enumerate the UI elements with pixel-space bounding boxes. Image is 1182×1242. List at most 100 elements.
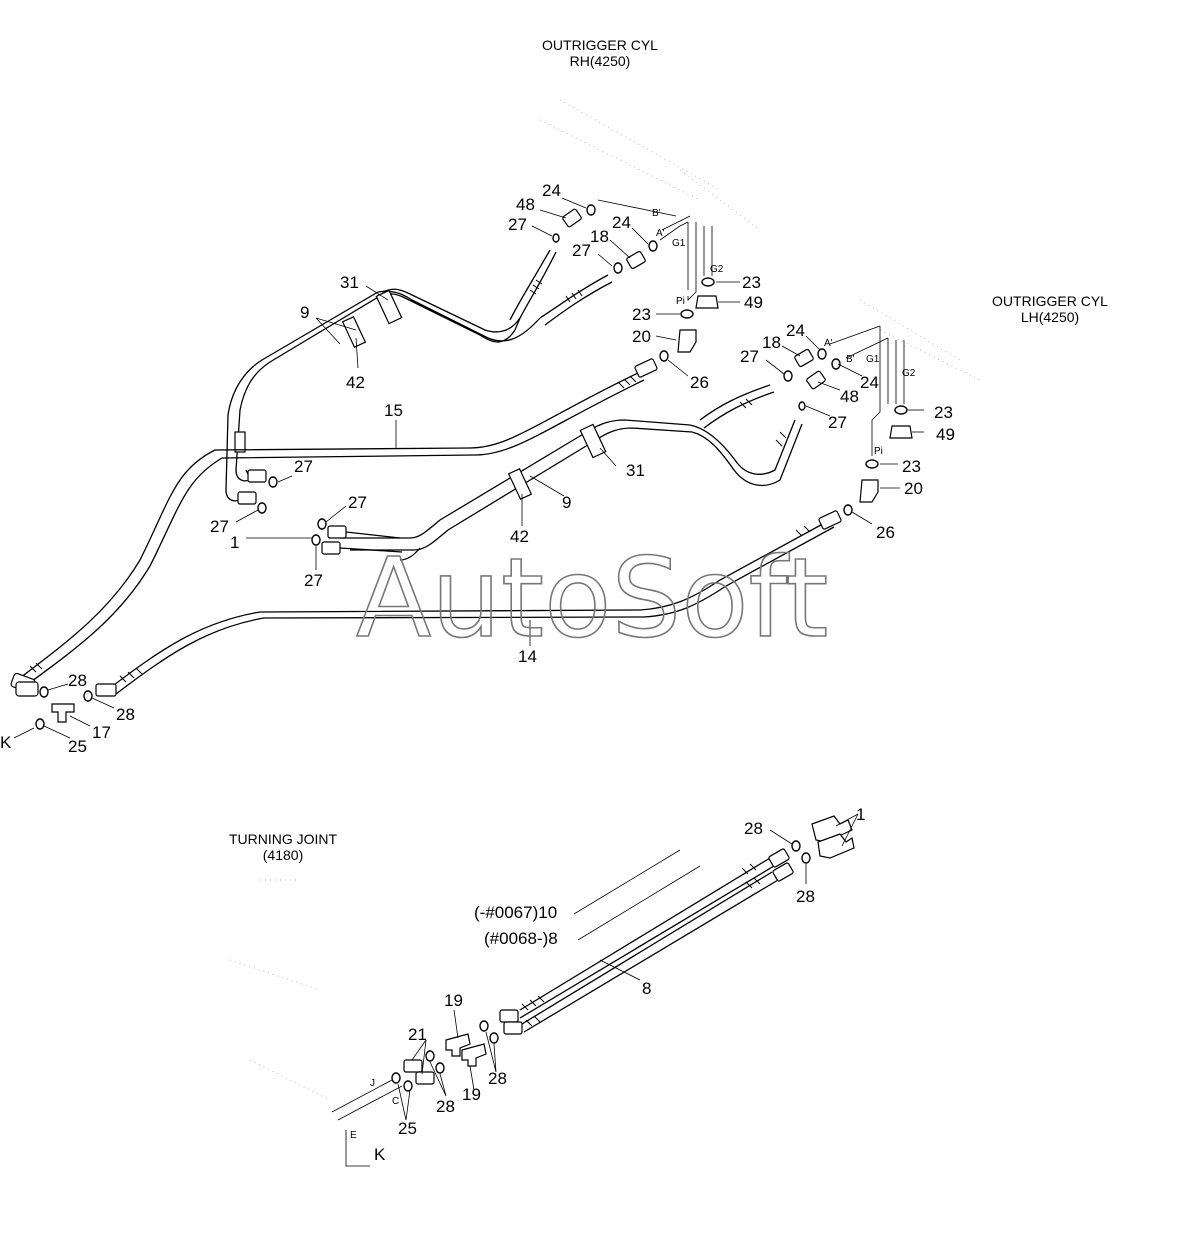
pipe-bundle-lh: [340, 384, 803, 561]
elbow-20-lh: [859, 479, 879, 503]
rh-port-lines: [597, 199, 713, 301]
callout-17: 17: [92, 723, 111, 742]
hose-end-8-d: [772, 862, 794, 882]
callout-8: (#0068-)8: [484, 929, 558, 948]
plug-49-rh: [695, 295, 719, 309]
callout-15: 15: [384, 401, 403, 420]
lh-title-line2: LH(4250): [1021, 309, 1079, 325]
title-outrigger-lh: OUTRIGGER CYL LH(4250): [992, 293, 1108, 325]
tee-19-a: [445, 1033, 471, 1057]
oring-24-lh-b: [831, 358, 841, 370]
oring-27-rh-b: [613, 262, 623, 274]
port-tj-c: C: [392, 1096, 399, 1107]
callout-24: 24: [860, 373, 879, 392]
callout-20: 20: [904, 479, 923, 498]
callout-27: 27: [304, 571, 323, 590]
rh-fittings: [552, 204, 719, 378]
callout-19: 19: [444, 991, 463, 1010]
lh-port-lines: [829, 325, 905, 456]
turning-joint-fittings: [331, 1020, 499, 1167]
tj-title-line2: (4180): [263, 847, 303, 863]
oring-28-tj-c: [479, 1020, 489, 1032]
adapter-18-rh: [626, 250, 646, 270]
oring-27-left-c: [317, 518, 327, 530]
oring-25-k: [35, 718, 45, 730]
callout-28: 28: [68, 671, 87, 690]
hose-end-15-k: [15, 681, 39, 697]
port-lh-pi: Pi: [874, 446, 883, 457]
fitting-left-1: [247, 469, 267, 483]
connection-letters: K K: [0, 733, 386, 1164]
left-bundle-fittings: [237, 469, 403, 555]
callout-24: 24: [786, 321, 805, 340]
callout-1: 1: [856, 805, 865, 824]
oring-27-lh-a: [783, 370, 793, 382]
port-rh-pi: Pi: [676, 296, 685, 307]
port-rh-g2: G2: [710, 264, 724, 275]
leader-lines: [13, 197, 924, 1121]
callout-27: 27: [740, 347, 759, 366]
callout-26: 26: [876, 523, 895, 542]
callout-10: (-#0067)10: [474, 903, 557, 922]
port-lh-b: B': [846, 354, 855, 365]
callout-26: 26: [690, 373, 709, 392]
callout-27: 27: [572, 241, 591, 260]
callout-31: 31: [626, 461, 645, 480]
oring-28-k-b: [83, 690, 93, 702]
callout-24: 24: [542, 181, 561, 200]
callout-9: 9: [300, 303, 309, 322]
callout-numbers: 24 48 27 24 18 27 23 49 23 20 31 9 42 15…: [68, 181, 955, 1138]
hose-end-8-b: [503, 1021, 523, 1035]
letter-k-bottom: K: [374, 1145, 386, 1164]
oring-24-lh-a: [817, 348, 827, 360]
oring-24-rh-b: [648, 240, 658, 252]
hose-end-8-c: [768, 848, 790, 868]
port-rh-a: A': [656, 228, 665, 239]
letter-k-top: K: [0, 733, 12, 752]
oring-27-rh-a: [552, 233, 560, 243]
callout-28: 28: [116, 705, 135, 724]
callout-23: 23: [742, 273, 761, 292]
title-outrigger-rh: OUTRIGGER CYL RH(4250): [542, 37, 658, 69]
port-tj-e: E: [350, 1130, 357, 1141]
adapter-21-b: [415, 1071, 435, 1085]
port-labels: B' A' G1 G2 Pi A' B' G1 G2 Pi J C E: [350, 208, 916, 1141]
plug-49-lh: [889, 425, 913, 439]
adapter-1-b: [817, 833, 855, 859]
rh-title-line1: OUTRIGGER CYL: [542, 37, 658, 53]
oring-28-tj-e: [425, 1050, 435, 1062]
fitting-left-4: [321, 541, 341, 555]
callout-23: 23: [902, 457, 921, 476]
tj-title-line1: TURNING JOINT: [229, 831, 338, 847]
callout-27: 27: [210, 517, 229, 536]
callout-42: 42: [510, 527, 529, 546]
oring-27-left-a: [268, 476, 278, 488]
oring-27-left-d: [311, 534, 321, 546]
rh-title-line2: RH(4250): [570, 53, 631, 69]
clamp-small-upper: [234, 431, 246, 453]
callout-27: 27: [828, 413, 847, 432]
hose-rh-cylinder: [509, 249, 613, 326]
callout-49: 49: [936, 425, 955, 444]
port-lh-g2: G2: [902, 368, 916, 379]
adapter-18-lh: [794, 348, 814, 368]
elbow-48-lh: [806, 370, 826, 390]
port-lh-g1: G1: [866, 354, 880, 365]
title-turning-joint: TURNING JOINT (4180): [229, 831, 338, 863]
callout-28: 28: [488, 1069, 507, 1088]
clamp-31-upper: [375, 289, 403, 325]
callout-1: 1: [230, 533, 239, 552]
tj-hose-hatch: [521, 863, 761, 1027]
port-lh-a: A': [824, 338, 833, 349]
fitting-left-2: [237, 491, 257, 505]
oring-27-lh-b: [798, 401, 806, 411]
oring-25-tj-b: [403, 1080, 413, 1092]
oring-25-tj-a: [391, 1072, 401, 1084]
callout-25: 25: [68, 737, 87, 756]
oring-23-rh-pi: [680, 309, 694, 319]
callout-21: 21: [408, 1025, 427, 1044]
callout-49: 49: [744, 293, 763, 312]
elbow-48-rh: [562, 208, 582, 228]
oring-28-tj-f: [435, 1062, 445, 1074]
